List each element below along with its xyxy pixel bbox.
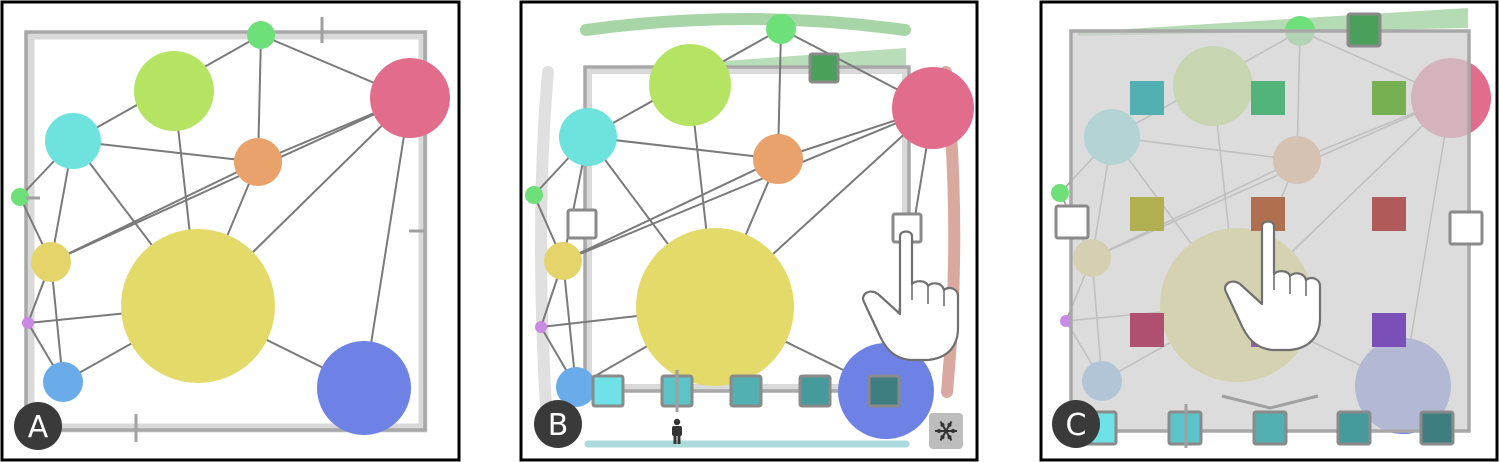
node-lime [134,51,214,131]
edge-cyan-orange [587,136,779,160]
node-violet [1060,315,1072,327]
edge-pink-indigo [363,97,411,389]
group-bracket [1221,394,1319,410]
snowflake-dot-2 [947,435,952,440]
proxy-grid-square-6[interactable] [1372,197,1406,231]
node-violet [535,321,547,333]
panel-c-label: C [1066,408,1087,443]
node-blue [43,362,83,402]
left-handle[interactable] [566,208,598,240]
top-off-screen-bar [580,13,911,36]
person-icon-leg-r [677,435,681,444]
left-off-screen-bar [535,66,554,446]
pointing-hand-c [1224,220,1322,352]
left-handle[interactable] [1054,204,1090,240]
node-cyan [559,108,617,166]
edge-cyan-orange [72,140,259,163]
proxy-grid-square-9[interactable] [1372,313,1406,347]
node-green-tiny [11,188,29,206]
top-proxy-square[interactable] [1346,12,1382,48]
node-green-small [247,21,275,49]
edge-orange-yellow-small [50,161,259,263]
person-icon-head [673,418,681,426]
bottom-proxy-square-5[interactable] [867,374,901,408]
pointing-hand-b [862,230,960,362]
snowflake-dot-4 [937,429,941,433]
bottom-proxy-square-1[interactable] [591,374,625,408]
panel-b-badge [534,400,582,448]
node-orange [753,134,803,184]
proxy-grid-square-1[interactable] [1130,81,1164,115]
proxy-grid-square-4[interactable] [1130,197,1164,231]
panel-b: B [519,0,979,462]
node-violet [22,317,34,329]
edge-pink-yellow-small [50,97,411,263]
panel-a-label: A [28,410,49,445]
node-pink [370,58,450,138]
edge-pink-yellow-small [562,107,934,262]
bottom-proxy-square-3[interactable] [729,374,763,408]
bottom-proxy-square-4[interactable] [798,374,832,408]
node-yellow-big [636,228,794,386]
person-icon-leg-l [673,435,677,444]
top-proxy-square[interactable] [808,52,840,84]
pointing-hand-c-shape [1224,220,1322,352]
node-yellow-small [31,242,71,282]
person-icon [672,418,682,444]
node-orange [234,138,282,186]
panel-b-label: B [548,408,569,443]
bottom-proxy-square-4[interactable] [1336,410,1372,446]
node-green-tiny [1051,184,1069,202]
bottom-proxy-square-3[interactable] [1252,410,1288,446]
node-yellow-small [544,242,582,280]
panel-c-frame [1039,0,1499,462]
proxy-grid-square-3[interactable] [1372,81,1406,115]
bottom-proxy-square-5[interactable] [1419,410,1455,446]
snowflake-dot-1 [951,429,955,433]
snowflake-dot-6 [947,422,952,427]
freeze-button[interactable] [929,413,963,449]
node-blue [556,367,596,407]
snowflake-dot-3 [940,435,945,440]
node-green-tiny [525,186,543,204]
snowflake-icon [935,420,957,442]
node-cyan [45,113,101,169]
panel-c: C [1039,0,1499,462]
person-icon-body [672,426,682,436]
edge-yellow-small-blue [50,261,64,383]
proxy-grid-square-2[interactable] [1251,81,1285,115]
viewport-border [24,30,427,432]
panel-b-frame [519,0,979,462]
panel-a-frame [0,0,461,462]
snowflake-dot-5 [940,422,945,427]
node-lime [649,44,731,126]
pointing-hand-b-shape [862,230,960,362]
node-pink [892,67,974,149]
proxy-grid-square-7[interactable] [1130,313,1164,347]
node-yellow-big [121,229,275,383]
right-handle[interactable] [1448,210,1484,246]
node-indigo [317,341,411,435]
edge-orange-yellow-small [562,158,779,262]
panel-a: A [0,0,461,462]
node-green-small [766,14,796,44]
panel-a-badge [14,402,62,450]
panel-c-badge [1052,400,1100,448]
